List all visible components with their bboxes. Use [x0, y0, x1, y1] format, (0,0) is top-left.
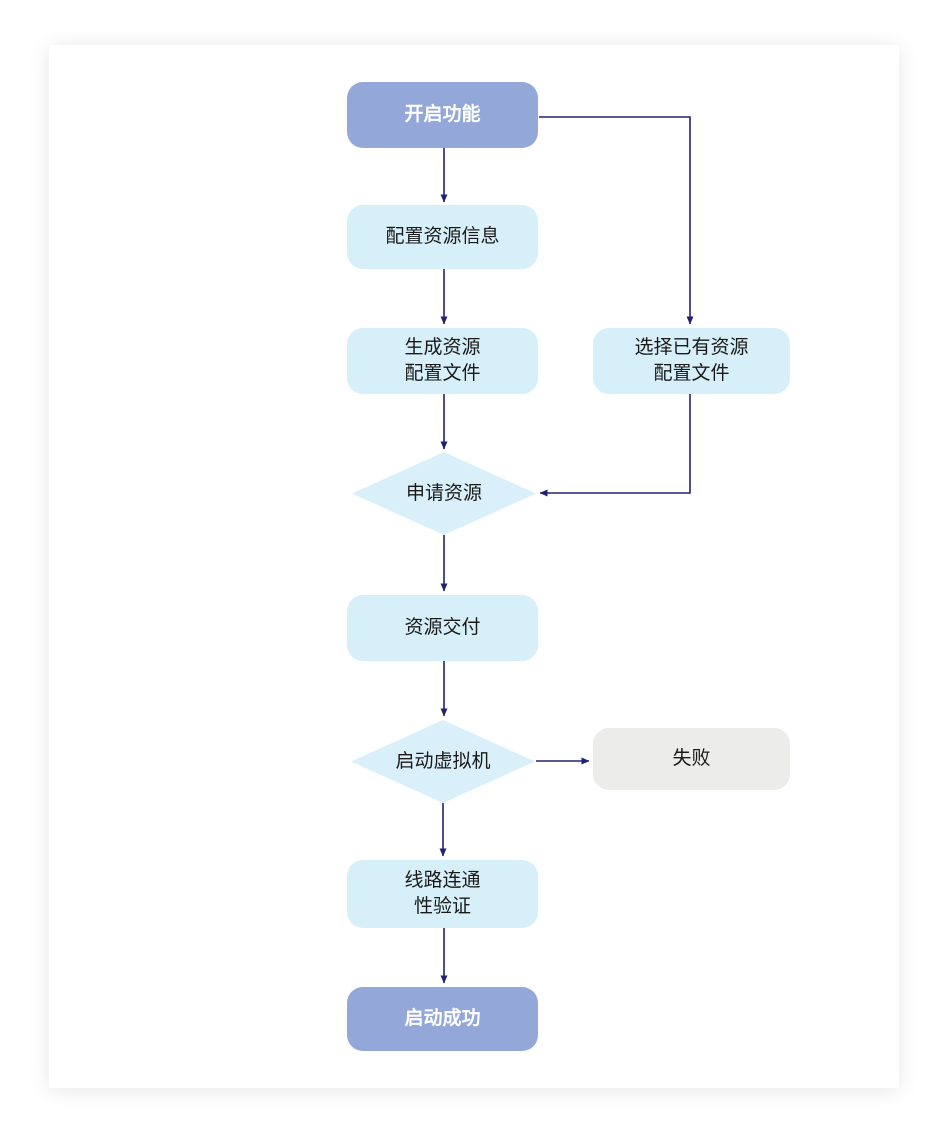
node-select-existing-config-file: 选择已有资源 配置文件	[593, 328, 790, 394]
node-start: 开启功能	[347, 82, 538, 148]
node-line-connectivity-check: 线路连通 性验证	[347, 860, 538, 928]
node-generate-config-file: 生成资源 配置文件	[347, 328, 538, 394]
node-resource-delivery: 资源交付	[347, 595, 538, 661]
node-config-resource-info: 配置资源信息	[347, 205, 538, 269]
flowchart-card	[49, 45, 899, 1088]
node-fail: 失败	[593, 728, 790, 790]
node-end: 启动成功	[347, 987, 538, 1051]
